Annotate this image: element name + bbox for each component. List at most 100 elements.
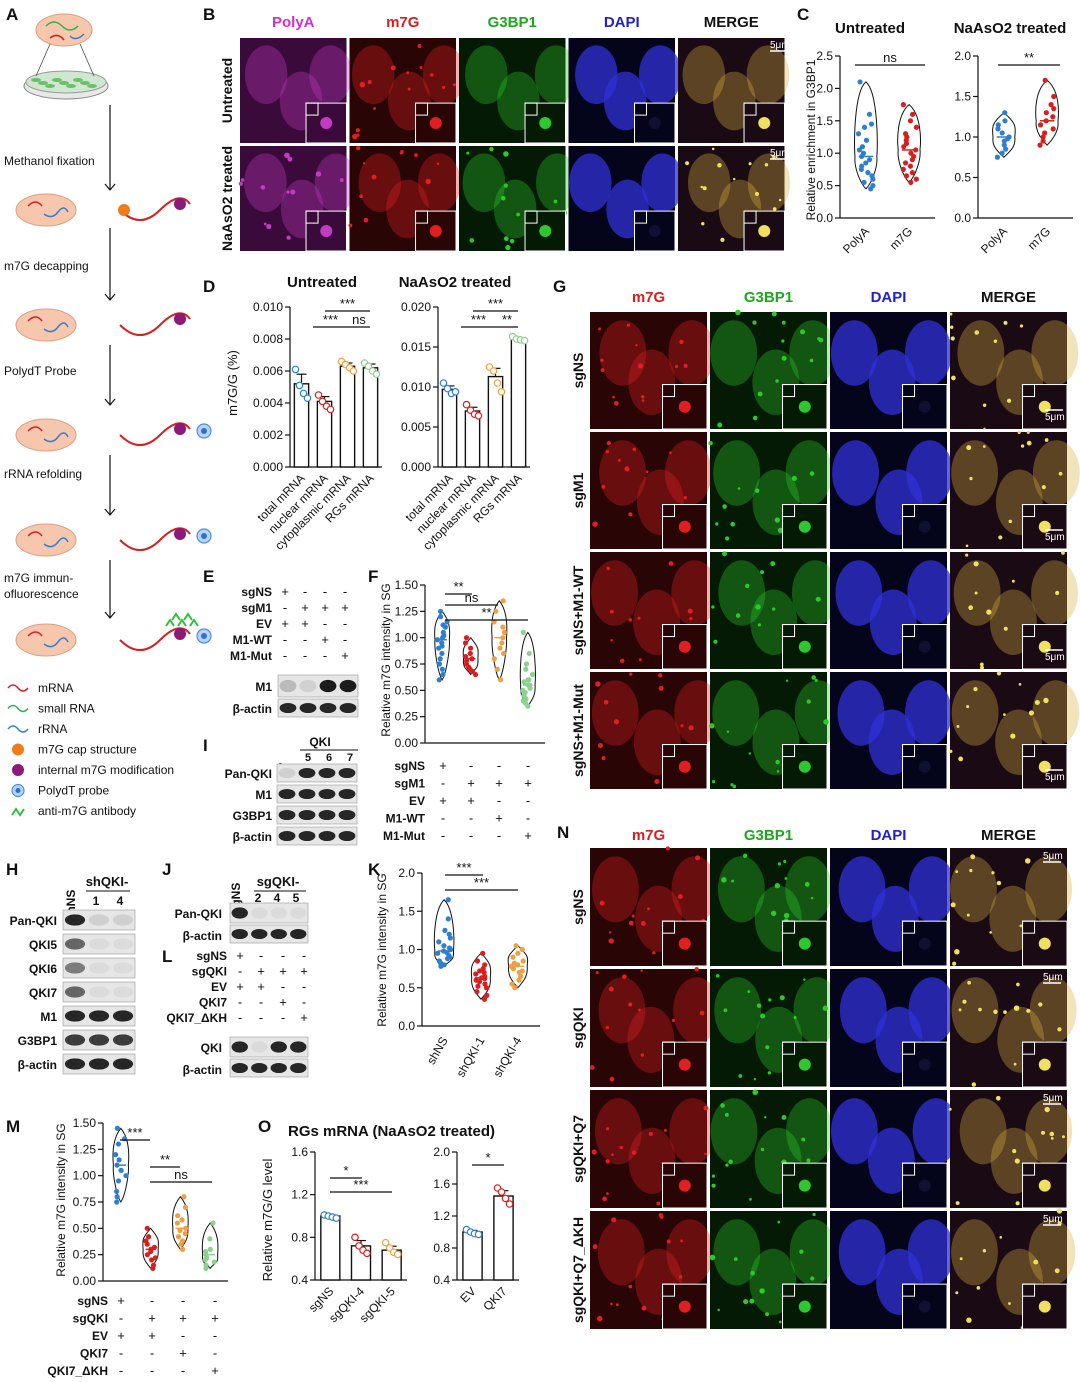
granule-dot — [966, 1317, 972, 1323]
granule-dot — [624, 466, 630, 472]
cell-signal — [907, 560, 955, 626]
data-point — [520, 336, 529, 345]
inset-granule — [1038, 937, 1051, 950]
inset-granule — [918, 760, 931, 773]
data-point — [462, 400, 471, 409]
data-point — [1043, 110, 1049, 116]
data-point — [1042, 130, 1048, 136]
scale-bar-label: 5μm — [1045, 772, 1065, 783]
inset-zoom — [902, 1041, 948, 1088]
scale-bar-label: 5μm — [770, 40, 790, 51]
inset-granule — [429, 117, 442, 130]
granule-dot — [1012, 1149, 1017, 1154]
step-label: m7G decapping — [4, 259, 89, 273]
significance-label: *** — [474, 875, 489, 890]
inset-granule — [918, 400, 931, 413]
roi-box — [415, 210, 429, 224]
granule-dot — [1056, 1208, 1063, 1214]
data-point — [114, 1125, 120, 1131]
granule-dot — [238, 181, 243, 186]
data-point — [1051, 106, 1057, 112]
condition-label: sgM1 — [394, 777, 425, 791]
blot-band — [318, 767, 336, 779]
cell-signal — [1025, 856, 1073, 923]
cell-signal — [951, 1219, 998, 1286]
y-tick-label: 1.5 — [398, 904, 415, 918]
granule-dot — [771, 311, 777, 317]
condition-mark: + — [148, 1328, 156, 1343]
y-tick-label: 0.5 — [816, 179, 833, 193]
y-tick-label: 0.006 — [253, 364, 283, 378]
inset-granule — [798, 937, 811, 950]
blot-band — [64, 1034, 86, 1046]
data-point — [477, 968, 483, 974]
cell-signal — [599, 320, 647, 386]
data-point — [207, 1246, 213, 1252]
y-tick-label: 0.00 — [73, 1274, 97, 1288]
granule-dot — [674, 364, 679, 368]
condition-mark: - — [497, 828, 501, 843]
significance-label: ns — [352, 312, 366, 327]
data-point — [295, 381, 304, 390]
panel-letter: M — [6, 1117, 20, 1136]
data-point — [501, 629, 508, 636]
granule-dot — [615, 1303, 619, 1307]
data-point — [326, 405, 335, 414]
granule-dot — [752, 320, 757, 325]
granule-dot — [823, 719, 829, 725]
granule-dot — [617, 458, 621, 462]
data-point — [509, 981, 515, 987]
granule-dot — [1050, 1136, 1054, 1140]
data-point — [475, 983, 481, 989]
condition-mark: - — [281, 1010, 285, 1025]
blot-band — [290, 928, 307, 940]
bar — [339, 365, 356, 468]
internal-dot-icon — [12, 764, 24, 776]
granule-dot — [764, 162, 769, 167]
condition-label: QKI7_ΔKH — [47, 1364, 108, 1378]
cell-signal — [718, 560, 766, 626]
rrna-curve — [43, 207, 69, 218]
blot-band — [319, 702, 337, 714]
granule-dot — [980, 665, 984, 670]
granule-dot — [663, 1128, 667, 1132]
cell-signal — [314, 153, 358, 213]
significance-label: ** — [481, 605, 491, 620]
data-point — [175, 1234, 182, 1240]
data-point — [463, 635, 470, 641]
granule-dot — [811, 675, 816, 680]
mrna-strand — [119, 422, 191, 446]
granule-dot — [1019, 924, 1023, 928]
y-tick-label: 0.8 — [291, 1230, 308, 1244]
granule-dot — [635, 344, 638, 347]
roi-box — [662, 920, 676, 934]
rrna-curve — [43, 322, 69, 333]
cell-signal — [959, 1098, 1007, 1165]
cell-signal — [1031, 320, 1079, 386]
granule-dot — [1061, 551, 1065, 555]
blot-band — [270, 928, 287, 940]
granule-dot — [1041, 485, 1046, 490]
granule-dot — [1049, 1131, 1055, 1137]
inset-granule — [798, 1058, 811, 1071]
row-label: Untreated — [219, 58, 235, 123]
roi-box — [782, 624, 796, 638]
granule-dot — [503, 236, 509, 242]
bar — [462, 1231, 483, 1281]
granule-dot — [810, 1276, 815, 1281]
condition-mark: + — [117, 1293, 125, 1308]
granule-dot — [1016, 982, 1020, 987]
blot-label: QKI — [201, 1041, 222, 1055]
condition-mark: + — [300, 1010, 308, 1025]
significance-label: *** — [488, 296, 503, 311]
data-point — [318, 397, 327, 406]
data-point — [444, 956, 451, 962]
antibody-icon — [165, 618, 175, 627]
legend-label: mRNA — [38, 681, 73, 695]
granule-dot — [772, 207, 777, 211]
cell-mark — [87, 84, 97, 88]
condition-mark: - — [238, 964, 242, 979]
cell-mark — [66, 84, 76, 88]
